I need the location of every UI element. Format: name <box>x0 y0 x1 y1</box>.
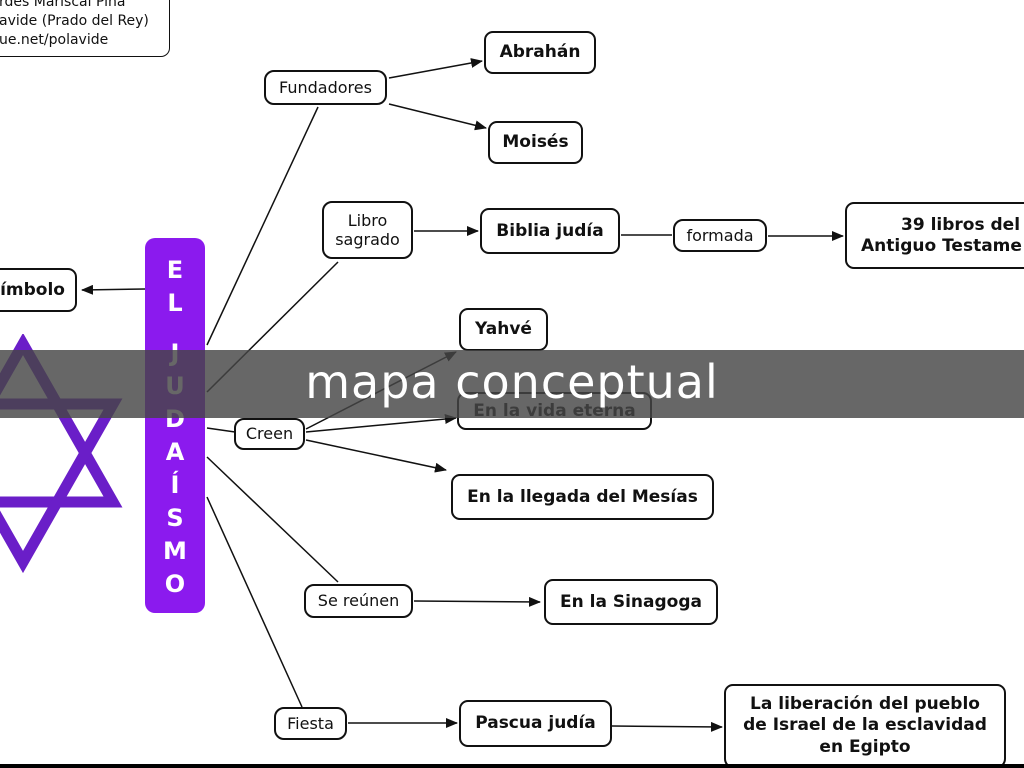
link-creen-mesias <box>305 439 447 473</box>
banner-title: mapa conceptual <box>305 355 719 409</box>
link-creen-vida <box>305 414 457 433</box>
node-39-libros: 39 libros del Antiguo Testame <box>845 202 1024 269</box>
bottom-border <box>0 764 1024 768</box>
title-letter: O <box>164 570 186 598</box>
node-libro-sagrado-line1: Libro <box>347 210 388 230</box>
title-letter: L <box>167 289 183 317</box>
node-libro-sagrado-line2: sagrado <box>335 230 400 249</box>
link-title-simbolo <box>81 284 146 295</box>
title-letter: A <box>165 438 185 466</box>
node-se-reunen: Se reúnen <box>304 584 413 618</box>
node-creen: Creen <box>234 418 305 450</box>
node-liberacion-line1: La liberación del pueblo <box>750 694 980 715</box>
node-biblia-judia: Biblia judía <box>480 208 620 254</box>
node-39-libros-line1: 39 libros del <box>901 215 1021 236</box>
node-sinagoga: En la Sinagoga <box>544 579 718 625</box>
link-title-fiesta <box>206 496 303 708</box>
node-moises: Moisés <box>488 121 583 164</box>
node-simbolo: ímbolo <box>0 268 77 312</box>
link-fundadores-moises <box>388 103 487 131</box>
node-fiesta: Fiesta <box>274 707 347 740</box>
title-letter: Í <box>170 471 180 499</box>
link-fundadores-abrahan <box>388 58 483 79</box>
title-banner <box>0 350 1024 418</box>
credit-line-1: rdes Mariscal Piña <box>0 0 126 10</box>
title-letter: M <box>163 537 187 565</box>
link-reunen-sinagoga <box>413 596 541 607</box>
node-pascua-judia: Pascua judía <box>459 700 612 747</box>
node-abrahan: Abrahán <box>484 31 596 74</box>
node-liberacion-line3: en Egipto <box>819 736 911 757</box>
link-title-se-reunen <box>206 456 339 583</box>
title-letter: S <box>166 504 184 532</box>
node-fundadores: Fundadores <box>264 70 387 105</box>
link-title-fundadores <box>206 106 319 346</box>
node-liberacion: La liberación del pueblo de Israel de la… <box>724 684 1006 768</box>
node-libro-sagrado: Libro sagrado <box>322 201 413 259</box>
author-credit-box: rdes Mariscal Piña avide (Prado del Rey)… <box>0 0 170 57</box>
credit-line-3: ue.net/polavide <box>0 32 109 48</box>
node-llegada-mesias: En la llegada del Mesías <box>451 474 714 520</box>
node-yahve: Yahvé <box>459 308 548 351</box>
title-letter: E <box>166 256 184 284</box>
link-pascua-liberacion <box>611 721 723 732</box>
link-title-creen <box>206 427 236 433</box>
node-liberacion-line2: de Israel de la esclavidad <box>743 715 987 736</box>
credit-line-2: avide (Prado del Rey) <box>0 13 149 29</box>
title-el-judaismo: E L J U D A Í S M O <box>145 238 205 613</box>
node-39-libros-line2: Antiguo Testame <box>861 235 1022 256</box>
node-formada: formada <box>673 219 767 252</box>
